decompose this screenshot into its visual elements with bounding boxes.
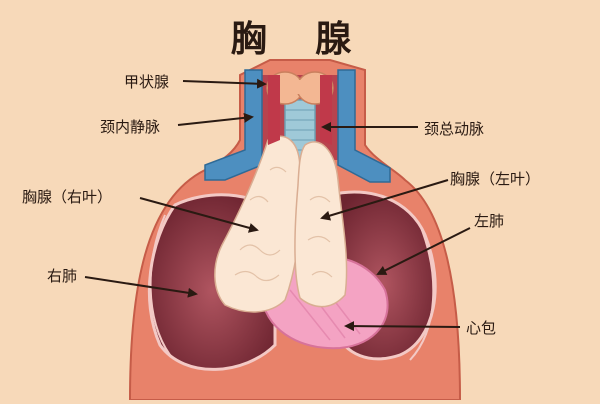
pleura-line-right <box>149 214 171 356</box>
carotid-artery-left <box>320 75 332 145</box>
arrow-pericardium <box>344 321 461 332</box>
arrow-thymus-right <box>139 197 259 233</box>
page-title: 胸 腺 <box>230 19 370 60</box>
thymus-texture <box>234 166 333 282</box>
label-jugular-vein: 颈内静脉 <box>100 118 161 136</box>
arrow-thyroid <box>182 78 267 89</box>
arrow-jugular-vein <box>177 112 254 126</box>
thymus-left-lobe <box>294 141 348 308</box>
label-thymus-right: 胸腺（右叶） <box>22 188 113 206</box>
label-left-lung: 左肺 <box>474 212 505 230</box>
arrow-left-lung <box>376 227 471 275</box>
jugular-vein-left <box>337 69 391 183</box>
carotid-artery-right <box>268 75 280 145</box>
label-pericardium: 心包 <box>466 319 497 337</box>
label-thymus-left: 胸腺（左叶） <box>450 170 541 188</box>
label-thyroid: 甲状腺 <box>124 73 170 91</box>
jugular-vein-right <box>204 69 263 181</box>
arrow-thymus-left <box>320 179 449 221</box>
label-right-lung: 右肺 <box>47 267 78 285</box>
pleura-line-left <box>409 224 435 361</box>
arrow-right-lung <box>84 276 198 298</box>
label-carotid-artery: 颈总动脉 <box>424 120 485 138</box>
